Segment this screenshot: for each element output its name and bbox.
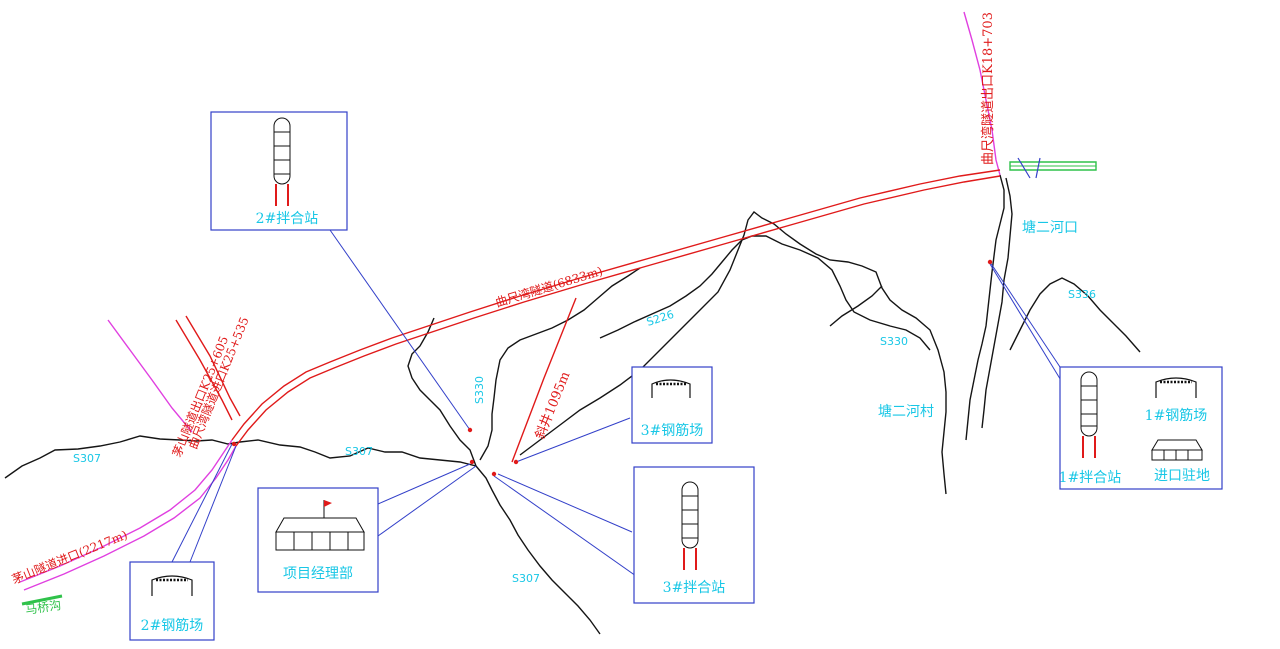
- leader-mixing-2: [329, 229, 471, 431]
- leader-rebar-2-a: [171, 443, 233, 563]
- label-road-s336: S336: [1068, 288, 1096, 301]
- pink-line-quchiwan-exit: [963, 11, 1001, 176]
- road-s330-lower: [829, 285, 883, 327]
- dot-rebar-3: [513, 459, 519, 465]
- leader-rebar-2-b: [189, 445, 237, 563]
- building-icon: [275, 500, 365, 551]
- label-road-s330-b: S330: [880, 335, 908, 348]
- road-s330: [599, 235, 931, 351]
- camp-building-icon: [1151, 439, 1203, 461]
- leader-project-dept-a: [377, 463, 471, 505]
- west-portal-mark-2: [185, 315, 241, 417]
- label-tanger-he-village: 塘二河村: [878, 404, 934, 420]
- box-mixing-station-2: 2#拌合站: [210, 111, 348, 231]
- river-tanger: [965, 174, 1005, 441]
- road-s307-west: [4, 435, 477, 479]
- leader-east-b: [989, 263, 1063, 383]
- label-road-s307-west: S307: [73, 452, 101, 465]
- box-east-cluster: 1#拌合站 1#钢筋场 进口驻地: [1059, 366, 1223, 490]
- road-s336: [1009, 277, 1141, 353]
- pink-line-maoshan-1: [19, 439, 233, 583]
- green-features: [21, 157, 1097, 606]
- shed-icon: [1155, 377, 1197, 398]
- green-bridge-east: [1009, 161, 1097, 171]
- dot-project-dept: [469, 459, 475, 465]
- pink-boundary-lines: [19, 11, 1001, 591]
- label-road-s330-a: S330: [473, 376, 486, 404]
- label-maqiaogou: 马桥沟: [24, 598, 62, 617]
- label-maoshan-entrance: 茅山隧道进口(2217m): [10, 527, 130, 587]
- box-rebar-yard-3: 3#钢筋场: [631, 366, 713, 444]
- box-project-dept: 项目经理部: [257, 487, 379, 593]
- label-rebar-yard-3: 3#钢筋场: [641, 422, 704, 439]
- green-maqiaogou-line: [21, 594, 63, 606]
- label-quchiwan-tunnel: 曲尺湾隧道(6833m): [493, 263, 604, 310]
- box-rebar-yard-2: 2#钢筋场: [129, 561, 215, 641]
- pink-line-west-diag: [107, 319, 193, 433]
- road-branch-mid: [407, 317, 477, 467]
- silo-icon: [681, 481, 699, 570]
- label-mixing-station-1: 1#拌合站: [1059, 470, 1122, 486]
- inclined-shaft-line: [511, 297, 577, 463]
- silo-icon: [1080, 371, 1098, 458]
- road-s307-south: [475, 465, 601, 635]
- box-mixing-station-3: 3#拌合站: [633, 466, 755, 604]
- tunnel-line-2: [235, 175, 1001, 447]
- west-portal-mark-1: [175, 319, 233, 421]
- tunnel-alignment: [175, 169, 1001, 463]
- label-rebar-yard-2: 2#钢筋场: [141, 617, 204, 634]
- leader-lines: [171, 229, 1063, 577]
- silo-icon: [273, 117, 291, 206]
- leader-project-dept-b: [377, 465, 477, 537]
- shed-icon: [651, 379, 691, 398]
- site-dots: [231, 259, 993, 477]
- leader-east-a: [989, 261, 1063, 371]
- river-tanger-2: [981, 177, 1013, 429]
- road-s226: [519, 211, 947, 495]
- dot-rebar-2: [231, 441, 237, 447]
- dot-mixing-3: [491, 471, 497, 477]
- dot-east: [987, 259, 993, 265]
- label-entrance-camp: 进口驻地: [1154, 468, 1210, 484]
- river-central: [479, 267, 641, 461]
- shed-icon: [151, 575, 193, 596]
- pink-line-maoshan-2: [23, 445, 237, 591]
- label-quchiwan-exit: 曲尺湾隧道出口K18+703: [980, 12, 996, 165]
- leader-mixing-3-b: [493, 475, 637, 577]
- label-road-s307-mid: S307: [345, 445, 373, 458]
- label-road-s226: S226: [645, 308, 676, 329]
- label-mixing-station-3: 3#拌合站: [663, 580, 726, 596]
- leader-rebar-3: [515, 417, 631, 463]
- leader-mixing-3-a: [497, 473, 633, 533]
- dot-mixing-2: [467, 427, 473, 433]
- label-tanger-hekou: 塘二河口: [1022, 220, 1078, 236]
- label-rebar-yard-1: 1#钢筋场: [1145, 407, 1208, 424]
- label-mixing-station-2: 2#拌合站: [256, 211, 319, 227]
- blue-portal-marks: [1017, 157, 1041, 179]
- label-road-s307-south: S307: [512, 572, 540, 585]
- tunnel-line-1: [231, 169, 1001, 441]
- label-project-dept: 项目经理部: [283, 566, 353, 582]
